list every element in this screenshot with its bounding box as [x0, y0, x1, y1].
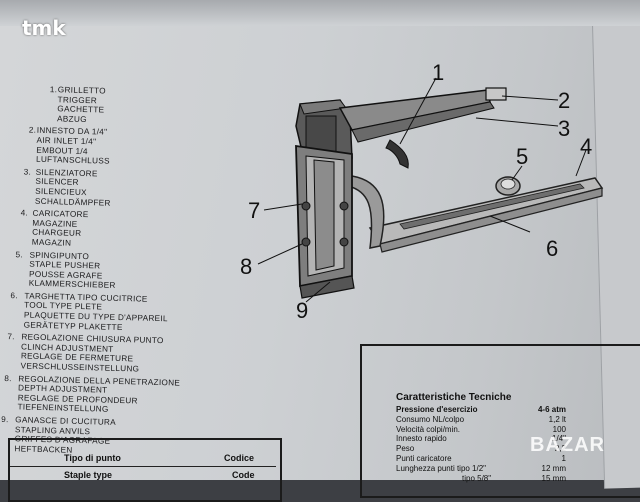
- callout-4: 4: [580, 134, 593, 159]
- code-table-header-code: Codice: [224, 453, 255, 463]
- top-shadow: [0, 0, 640, 26]
- spec-row: tipo 5/8"15 mm: [462, 473, 566, 483]
- watermark-text: tmk: [22, 16, 66, 40]
- callout-8: 8: [240, 254, 253, 279]
- callout-9: 9: [296, 298, 309, 323]
- callout-1: 1: [432, 60, 445, 85]
- callout-3: 3: [558, 116, 571, 141]
- specs-title: Caratteristiche Tecniche: [396, 392, 512, 403]
- code-table-row-code: Code: [232, 470, 255, 480]
- code-table-header-type: Tipo di punto: [64, 453, 121, 463]
- code-table-divider: [10, 466, 276, 467]
- callout-2: 2: [558, 88, 571, 113]
- part-item: 2.INNESTO DA 1/4"AIR INLET 1/4"EMBOUT 1/…: [28, 125, 110, 166]
- bazar-watermark-logo: BAZAR: [530, 434, 605, 456]
- callout-7: 7: [248, 198, 261, 223]
- stapler-illustration: [257, 77, 604, 303]
- callout-5: 5: [516, 144, 529, 169]
- callout-6: 6: [546, 236, 559, 261]
- code-table-row-type: Staple type: [64, 470, 113, 480]
- spec-row: Velocità colpi/min.100: [396, 424, 566, 434]
- spec-row: Lunghezza punti tipo 1/2"12 mm: [396, 463, 566, 473]
